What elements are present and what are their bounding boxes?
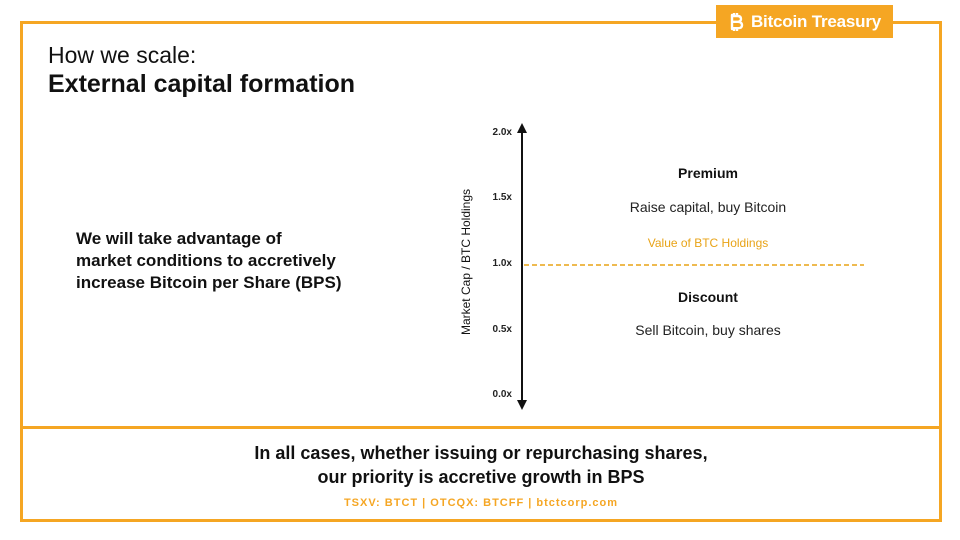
conclusion-statement: In all cases, whether issuing or repurch… bbox=[20, 441, 942, 489]
conclusion-line: In all cases, whether issuing or repurch… bbox=[254, 443, 708, 463]
lead-line: market conditions to accretively bbox=[76, 251, 336, 270]
discount-title: Discount bbox=[678, 289, 738, 305]
lead-line: increase Bitcoin per Share (BPS) bbox=[76, 273, 342, 292]
brand-logo: Bitcoin Treasury bbox=[716, 5, 893, 38]
page-title-prefix: How we scale: bbox=[48, 42, 197, 68]
axis-tick-label: 1.5x bbox=[492, 192, 512, 203]
axis-tick-label: 2.0x bbox=[492, 127, 512, 138]
lead-line: We will take advantage of bbox=[76, 229, 282, 248]
content-frame bbox=[20, 21, 942, 429]
page-title: External capital formation bbox=[48, 70, 356, 98]
threshold-label: Value of BTC Holdings bbox=[647, 236, 769, 250]
brand-name: Bitcoin Treasury bbox=[750, 11, 881, 31]
premium-action: Raise capital, buy Bitcoin bbox=[629, 199, 787, 215]
axis-arrow-up-icon bbox=[517, 123, 527, 133]
axis-arrow-down-icon bbox=[517, 400, 527, 410]
discount-action: Sell Bitcoin, buy shares bbox=[635, 322, 781, 338]
bitcoin-b-icon bbox=[728, 12, 744, 31]
conclusion-frame bbox=[20, 426, 942, 522]
axis-tick-label: 1.0x bbox=[492, 258, 512, 269]
premium-title: Premium bbox=[678, 165, 738, 181]
axis-title: Market Cap / BTC Holdings bbox=[459, 188, 473, 336]
footer-tickers: TSXV: BTCT | OTCQX: BTCFF | btctcorp.com bbox=[343, 497, 619, 509]
axis-tick-label: 0.0x bbox=[492, 389, 512, 400]
axis-tick-label: 0.5x bbox=[492, 324, 512, 335]
lead-statement: We will take advantage of market conditi… bbox=[76, 228, 416, 294]
conclusion-line: our priority is accretive growth in BPS bbox=[317, 467, 645, 487]
